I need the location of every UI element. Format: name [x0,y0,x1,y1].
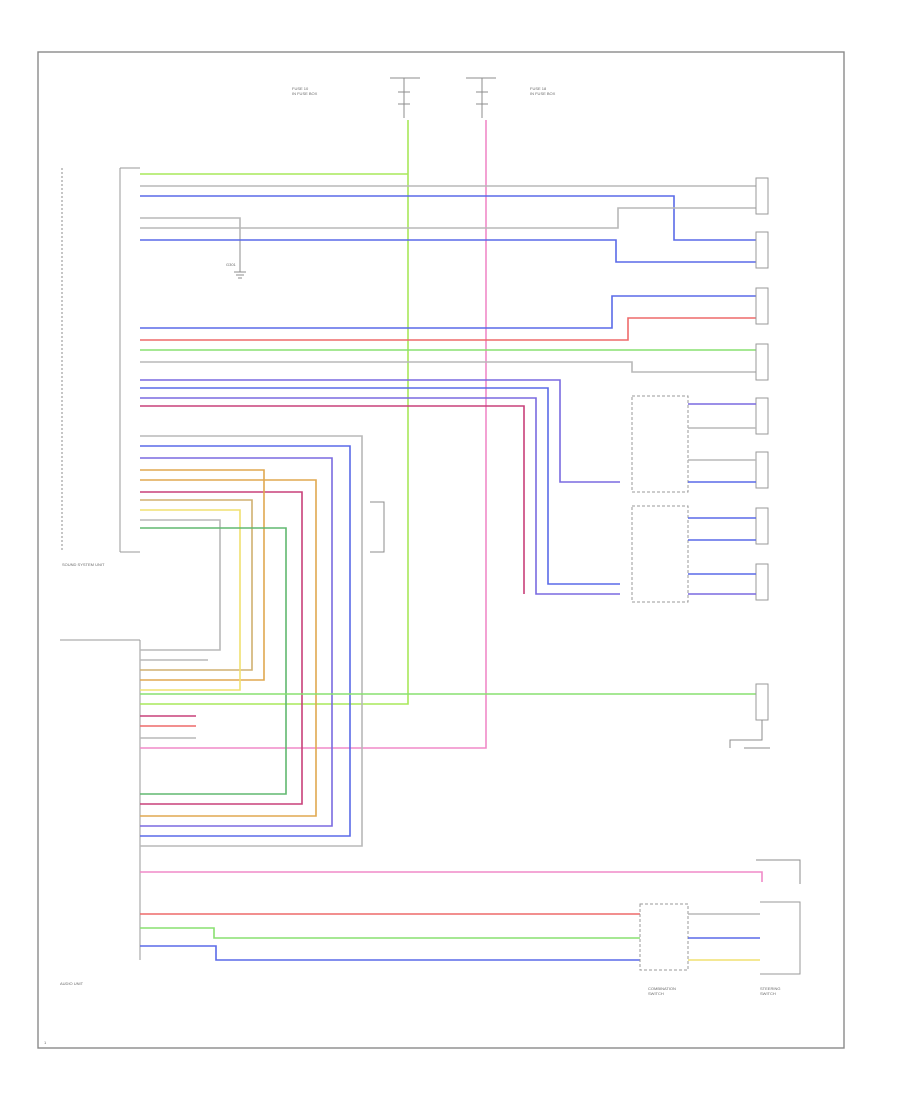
audio-unit: AUDIO UNIT [60,639,141,986]
ground-label: G301 [226,262,237,267]
wire-19 [140,491,303,805]
wire-21 [140,499,253,671]
wire-6 [140,239,756,263]
antenna-connector [755,683,769,721]
sound-system-unit-label: SOUND SYSTEM UNIT [62,562,105,567]
wire-33 [140,945,640,961]
wire-power-yellow-green [140,120,409,705]
wire-power-pink [140,120,487,749]
page-frame [37,51,845,1049]
wire-22 [140,509,241,691]
wire-15 [140,435,363,847]
wire-18 [140,479,317,817]
speaker-connectors [755,177,769,601]
wire-11 [140,379,620,483]
wire-5 [140,207,756,229]
wire-16 [140,445,351,837]
wire-3 [140,195,756,241]
page-number: 1 [44,1040,47,1045]
wire-4 [140,217,241,268]
wire-32 [140,927,640,939]
amp-box-lower [631,505,689,603]
wire-30 [140,871,763,882]
wire-17 [140,457,333,827]
sound-system-unit: SOUND SYSTEM UNIT [61,167,140,567]
switch-connector-1 [370,501,385,553]
speed-sensor [756,859,801,884]
wire-13 [140,397,620,595]
steering-switch [760,901,801,975]
ground-icon: G301 [226,262,246,279]
audio-unit-label: AUDIO UNIT [60,981,84,986]
antenna-lead [729,720,763,748]
wire-8 [140,317,756,341]
amp-box-upper [631,395,689,493]
wire-10 [140,361,756,373]
wire-23 [140,519,221,651]
wire-24 [140,527,287,795]
wire-7 [140,295,756,329]
wire-12 [140,387,620,585]
combination-switch [639,903,689,971]
wire-14 [140,405,525,594]
wire-20 [140,469,265,681]
